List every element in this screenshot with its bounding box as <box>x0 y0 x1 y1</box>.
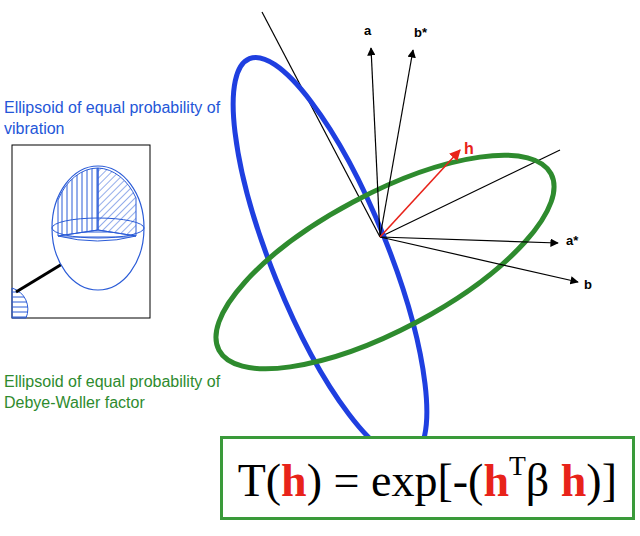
formula-text: T(h) = exp[-(hTβ h)] <box>238 449 617 508</box>
vector-symbol: h <box>483 454 509 505</box>
vibration-ellipse <box>196 37 465 479</box>
axis-label: b <box>584 278 592 292</box>
formula-char: ( <box>266 454 281 505</box>
vector-symbol: h <box>561 454 587 505</box>
axis-label: b* <box>414 26 427 40</box>
formula-char: - <box>453 454 468 505</box>
formula-char <box>549 454 561 505</box>
axis-label: a* <box>566 234 578 248</box>
axis-label: a <box>364 24 371 38</box>
formula-char: β <box>526 454 549 505</box>
vector-symbol: h <box>281 454 307 505</box>
inset-frame <box>12 145 150 318</box>
ellipsoid-caption: Ellipsoid of equal probability of Debye-… <box>4 372 254 414</box>
formula-char: e <box>371 454 391 505</box>
debye-waller-ellipse <box>187 114 583 411</box>
formula-char <box>359 454 371 505</box>
formula-char: ) <box>307 454 322 505</box>
axis-arrow <box>380 237 558 243</box>
axis-arrow <box>380 50 413 237</box>
formula-char: p <box>414 454 437 505</box>
inset-ellipsoid <box>12 166 144 318</box>
formula-char: ( <box>468 454 483 505</box>
formula-box: T(h) = exp[-(hTβ h)] <box>220 436 635 520</box>
formula-char: ) <box>586 454 601 505</box>
vector-label: h <box>464 140 474 158</box>
ellipsoid-caption: Ellipsoid of equal probability of vibrat… <box>4 98 254 140</box>
superscript: T <box>509 450 526 481</box>
h-vector <box>380 150 460 237</box>
formula-char: T <box>238 454 266 505</box>
axis-line <box>262 12 380 237</box>
axis-arrow <box>371 48 380 237</box>
formula-char: x <box>391 454 414 505</box>
formula-char: ] <box>602 454 617 505</box>
axis-line <box>380 150 560 237</box>
formula-char <box>322 454 334 505</box>
axis-arrow <box>380 237 578 282</box>
formula-char: = <box>334 454 360 505</box>
formula-char: [ <box>437 454 452 505</box>
